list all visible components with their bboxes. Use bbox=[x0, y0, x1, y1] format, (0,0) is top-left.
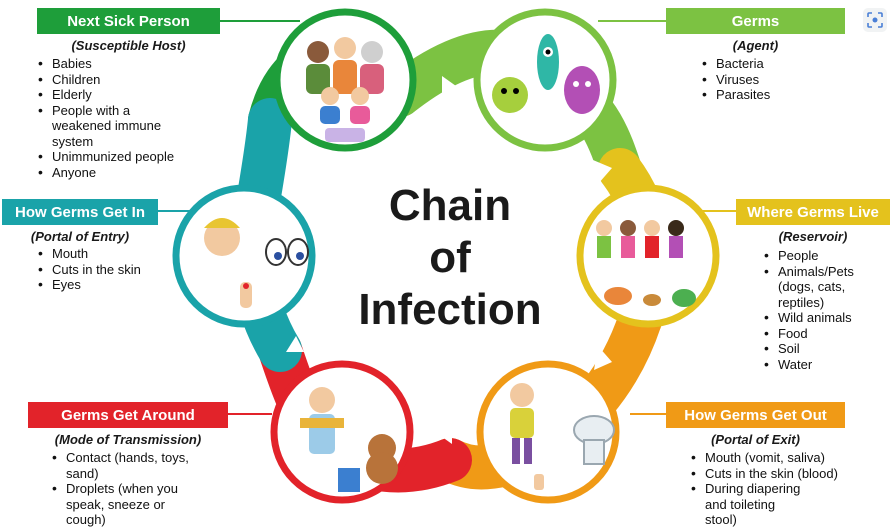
list-item: Water bbox=[764, 357, 895, 373]
title-line-2: of bbox=[429, 233, 471, 282]
list-item: Anyone bbox=[38, 165, 238, 181]
title-line-3: Infection bbox=[358, 285, 542, 334]
title-line-1: Chain bbox=[388, 181, 512, 230]
label-out: How Germs Get Out bbox=[666, 402, 845, 428]
list-around: Contact (hands, toys, sand) Droplets (wh… bbox=[36, 450, 252, 528]
list-out: Mouth (vomit, saliva) Cuts in the skin (… bbox=[675, 450, 895, 528]
list-item: Contact (hands, toys, bbox=[52, 450, 252, 466]
exit-illustration bbox=[510, 383, 615, 490]
list-next-sick: Babies Children Elderly People with a we… bbox=[22, 56, 238, 180]
subtitle-live: (Reservoir) bbox=[778, 229, 848, 244]
subtitle-around: (Mode of Transmission) bbox=[54, 432, 202, 447]
list-item: People with a bbox=[38, 103, 238, 119]
list-item: Animals/Pets bbox=[764, 264, 895, 280]
arrow-in-to-next bbox=[286, 170, 304, 186]
list-item: Elderly bbox=[38, 87, 238, 103]
entry-illustration bbox=[204, 218, 309, 308]
list-item-continuation: sand) bbox=[66, 465, 99, 481]
list-item: Parasites bbox=[702, 87, 862, 103]
transmission-illustration bbox=[300, 387, 398, 492]
list-item: People bbox=[764, 248, 895, 264]
lens-scan-icon bbox=[867, 12, 883, 28]
list-item-continuation: system bbox=[52, 133, 94, 149]
list-item-continuation: reptiles) bbox=[778, 294, 825, 310]
people-group-illustration bbox=[306, 37, 384, 142]
label-germs: Germs bbox=[666, 8, 845, 34]
list-item: Wild animals bbox=[764, 310, 895, 326]
label-in: How Germs Get In bbox=[2, 199, 158, 225]
list-item-continuation: stool) bbox=[705, 512, 737, 527]
arrow-next-to-germs bbox=[442, 76, 456, 96]
list-item: Cuts in the skin (blood) bbox=[691, 466, 895, 482]
lens-scan-button[interactable] bbox=[863, 8, 887, 32]
list-item: Bacteria bbox=[702, 56, 862, 72]
arrow-around-to-in bbox=[286, 336, 304, 352]
arrow-out-to-around bbox=[438, 424, 452, 444]
list-item: Babies bbox=[38, 56, 238, 72]
arrow-live-to-out bbox=[594, 346, 612, 370]
germs-illustration bbox=[492, 34, 600, 114]
reservoir-illustration bbox=[596, 220, 696, 307]
arrow-germs-to-live bbox=[593, 160, 612, 184]
list-item: Viruses bbox=[702, 72, 862, 88]
label-next-sick: Next Sick Person bbox=[37, 8, 220, 34]
subtitle-next-sick: (Susceptible Host) bbox=[71, 38, 186, 53]
list-live: People Animals/Pets (dogs, cats, reptile… bbox=[748, 248, 895, 372]
list-germs: Bacteria Viruses Parasites bbox=[686, 56, 862, 103]
center-title: Chain of Infection bbox=[330, 180, 570, 336]
list-item: Eyes bbox=[38, 277, 188, 293]
list-in: Mouth Cuts in the skin Eyes bbox=[22, 246, 188, 293]
list-item: Food bbox=[764, 326, 895, 342]
list-item: Soil bbox=[764, 341, 895, 357]
label-live: Where Germs Live bbox=[736, 199, 890, 225]
list-item: Mouth (vomit, saliva) bbox=[691, 450, 895, 466]
list-item: Unimmunized people bbox=[38, 149, 238, 165]
subtitle-germs: (Agent) bbox=[732, 38, 779, 53]
list-item-continuation: and toileting bbox=[705, 496, 776, 512]
subtitle-out: (Portal of Exit) bbox=[711, 432, 800, 447]
list-item-continuation: (dogs, cats, bbox=[778, 279, 846, 294]
subtitle-in: (Portal of Entry) bbox=[30, 229, 130, 244]
list-item: Children bbox=[38, 72, 238, 88]
list-item-continuation: speak, sneeze or bbox=[66, 496, 166, 512]
center-blob bbox=[300, 112, 600, 412]
list-item: Mouth bbox=[38, 246, 188, 262]
label-around: Germs Get Around bbox=[28, 402, 228, 428]
list-item-continuation: weakened immune bbox=[52, 118, 162, 133]
list-item: During diapering bbox=[691, 481, 895, 497]
list-item: Droplets (when you bbox=[52, 481, 252, 497]
list-item: Cuts in the skin bbox=[38, 262, 188, 278]
list-item-continuation: cough) bbox=[66, 512, 106, 527]
